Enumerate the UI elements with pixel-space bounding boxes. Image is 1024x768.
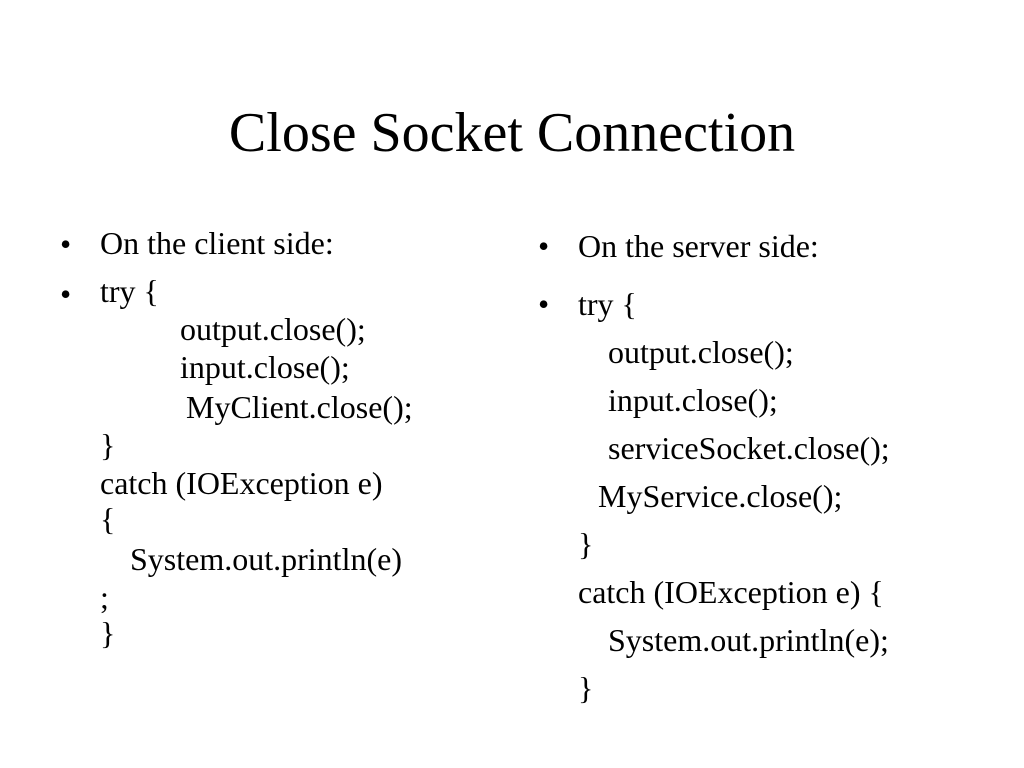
server-code-line: try { — [578, 286, 637, 322]
client-code-line: output.close(); — [180, 311, 366, 347]
server-code-line: catch (IOException e) { — [578, 574, 884, 610]
client-code-line: try { — [100, 273, 159, 309]
bullet-server-code: • — [538, 286, 550, 322]
server-code-line: } — [578, 670, 594, 706]
bullet-client-heading: • — [60, 226, 72, 262]
client-code-line: input.close(); — [180, 349, 350, 385]
client-code-line: } — [100, 615, 116, 651]
client-code-line: } — [100, 427, 116, 463]
server-code-line: input.close(); — [608, 382, 778, 418]
client-code-line: System.out.println(e) — [130, 541, 402, 577]
client-code-line: catch (IOException e) — [100, 465, 383, 501]
slide-title: Close Socket Connection — [228, 102, 796, 164]
server-heading: On the server side: — [578, 228, 819, 264]
client-code-line: MyClient.close(); — [186, 389, 413, 425]
server-code-line: System.out.println(e); — [608, 622, 889, 658]
server-code-line: serviceSocket.close(); — [608, 430, 890, 466]
client-heading: On the client side: — [100, 225, 334, 261]
bullet-client-code: • — [60, 276, 72, 312]
bullet-server-heading: • — [538, 228, 550, 264]
server-code-line: MyService.close(); — [598, 478, 843, 514]
server-code-line: } — [578, 526, 594, 562]
server-code-line: output.close(); — [608, 334, 794, 370]
client-code-line: ; — [100, 579, 109, 615]
client-code-line: { — [100, 501, 116, 537]
